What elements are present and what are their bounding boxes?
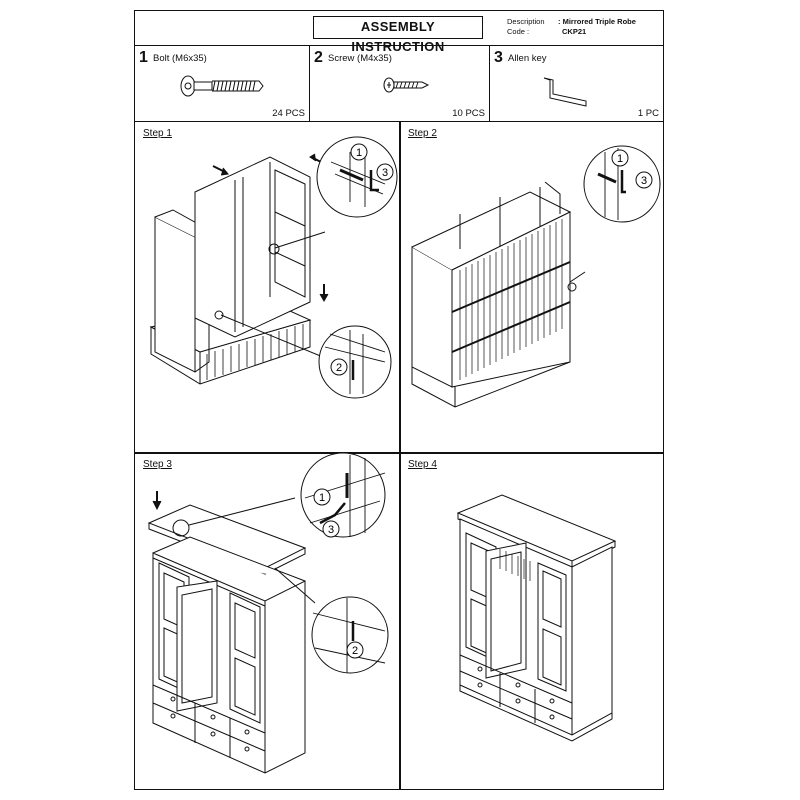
grid-divider-vertical <box>399 122 401 789</box>
step-label: Step 4 <box>408 459 437 470</box>
part-quantity: 24 PCS <box>272 108 305 119</box>
part-number: 2 <box>314 49 323 66</box>
parts-list: 1 Bolt (M6x35) 24 PCS 2 Screw (M4x35) <box>135 46 663 122</box>
screw-icon <box>383 77 430 93</box>
description-label: Description <box>507 17 545 26</box>
step-label: Step 1 <box>143 128 172 139</box>
step-label: Step 2 <box>408 128 437 139</box>
step-3-panel: Step 3 <box>135 452 399 789</box>
detail-circle-bolt <box>316 136 398 218</box>
callout-3: 3 <box>328 524 334 536</box>
detail-circle-screw <box>311 596 389 674</box>
step-4-panel: Step 4 <box>400 453 664 789</box>
code-value: CKP21 <box>562 27 587 36</box>
callout-1: 1 <box>356 147 362 159</box>
step-label: Step 3 <box>143 459 172 470</box>
instruction-sheet: ASSEMBLY INSTRUCTION Description : Mirro… <box>134 10 664 790</box>
callout-3: 3 <box>641 175 647 187</box>
allen-key-icon <box>543 77 587 107</box>
part-item-allen-key: 3 Allen key 1 PC <box>489 46 663 121</box>
part-item-screw: 2 Screw (M4x35) 10 PCS <box>309 46 489 121</box>
step-1-illustration: 1 3 2 <box>149 136 398 399</box>
callout-2: 2 <box>336 362 342 374</box>
part-number: 1 <box>139 49 148 66</box>
callout-1: 1 <box>617 153 623 165</box>
page-title: ASSEMBLY INSTRUCTION <box>313 16 483 54</box>
description-value: : Mirrored Triple Robe <box>558 17 636 26</box>
detail-circle-bolt <box>300 452 386 538</box>
steps-grid: Step 1 <box>135 122 663 789</box>
part-name: Bolt (M6x35) <box>153 53 207 64</box>
code-label: Code : <box>507 27 530 36</box>
detail-circle-bolt <box>583 145 661 223</box>
header: ASSEMBLY INSTRUCTION Description : Mirro… <box>135 11 663 54</box>
part-quantity: 10 PCS <box>452 108 485 119</box>
step-2-illustration: 1 3 <box>411 145 661 408</box>
callout-1: 1 <box>319 492 325 504</box>
detail-circle-screw <box>318 325 392 399</box>
step-1-panel: Step 1 <box>135 122 399 452</box>
step-2-panel: Step 2 <box>400 122 664 452</box>
part-name: Allen key <box>508 53 547 64</box>
step-4-illustration <box>456 494 617 742</box>
callout-3: 3 <box>382 167 388 179</box>
part-number: 3 <box>494 49 503 66</box>
part-item-bolt: 1 Bolt (M6x35) 24 PCS <box>135 46 309 121</box>
step-3-illustration: 1 3 2 <box>147 452 389 774</box>
grid-divider-horizontal <box>135 452 663 454</box>
part-name: Screw (M4x35) <box>328 53 392 64</box>
bolt-icon <box>180 75 264 97</box>
callout-2: 2 <box>352 645 358 657</box>
part-quantity: 1 PC <box>637 108 659 119</box>
